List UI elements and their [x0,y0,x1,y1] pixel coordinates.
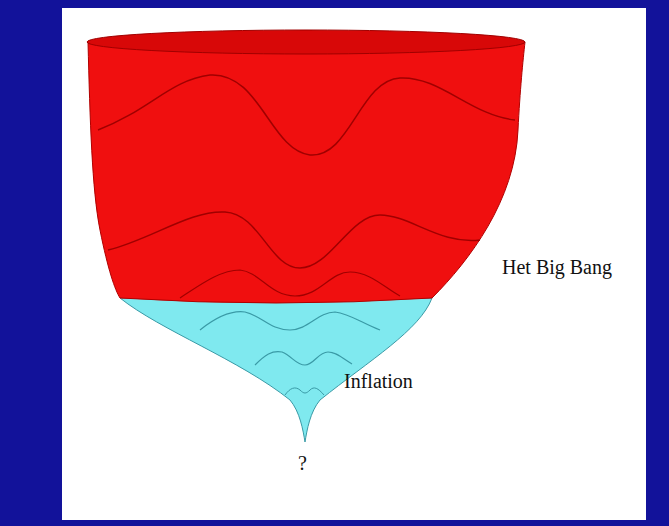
white-panel [62,8,646,520]
big-bang-bowl [88,42,525,303]
wave [200,312,380,330]
era-label: Inflation [344,370,413,392]
wave [285,388,324,395]
wave [180,270,400,298]
question-mark: ? [298,452,307,474]
era-label: Het Big Bang [502,256,612,278]
wave [255,352,352,365]
bowl-rim [87,30,525,54]
inflation-cone [120,298,432,442]
wave [98,75,515,155]
wave [108,212,480,268]
